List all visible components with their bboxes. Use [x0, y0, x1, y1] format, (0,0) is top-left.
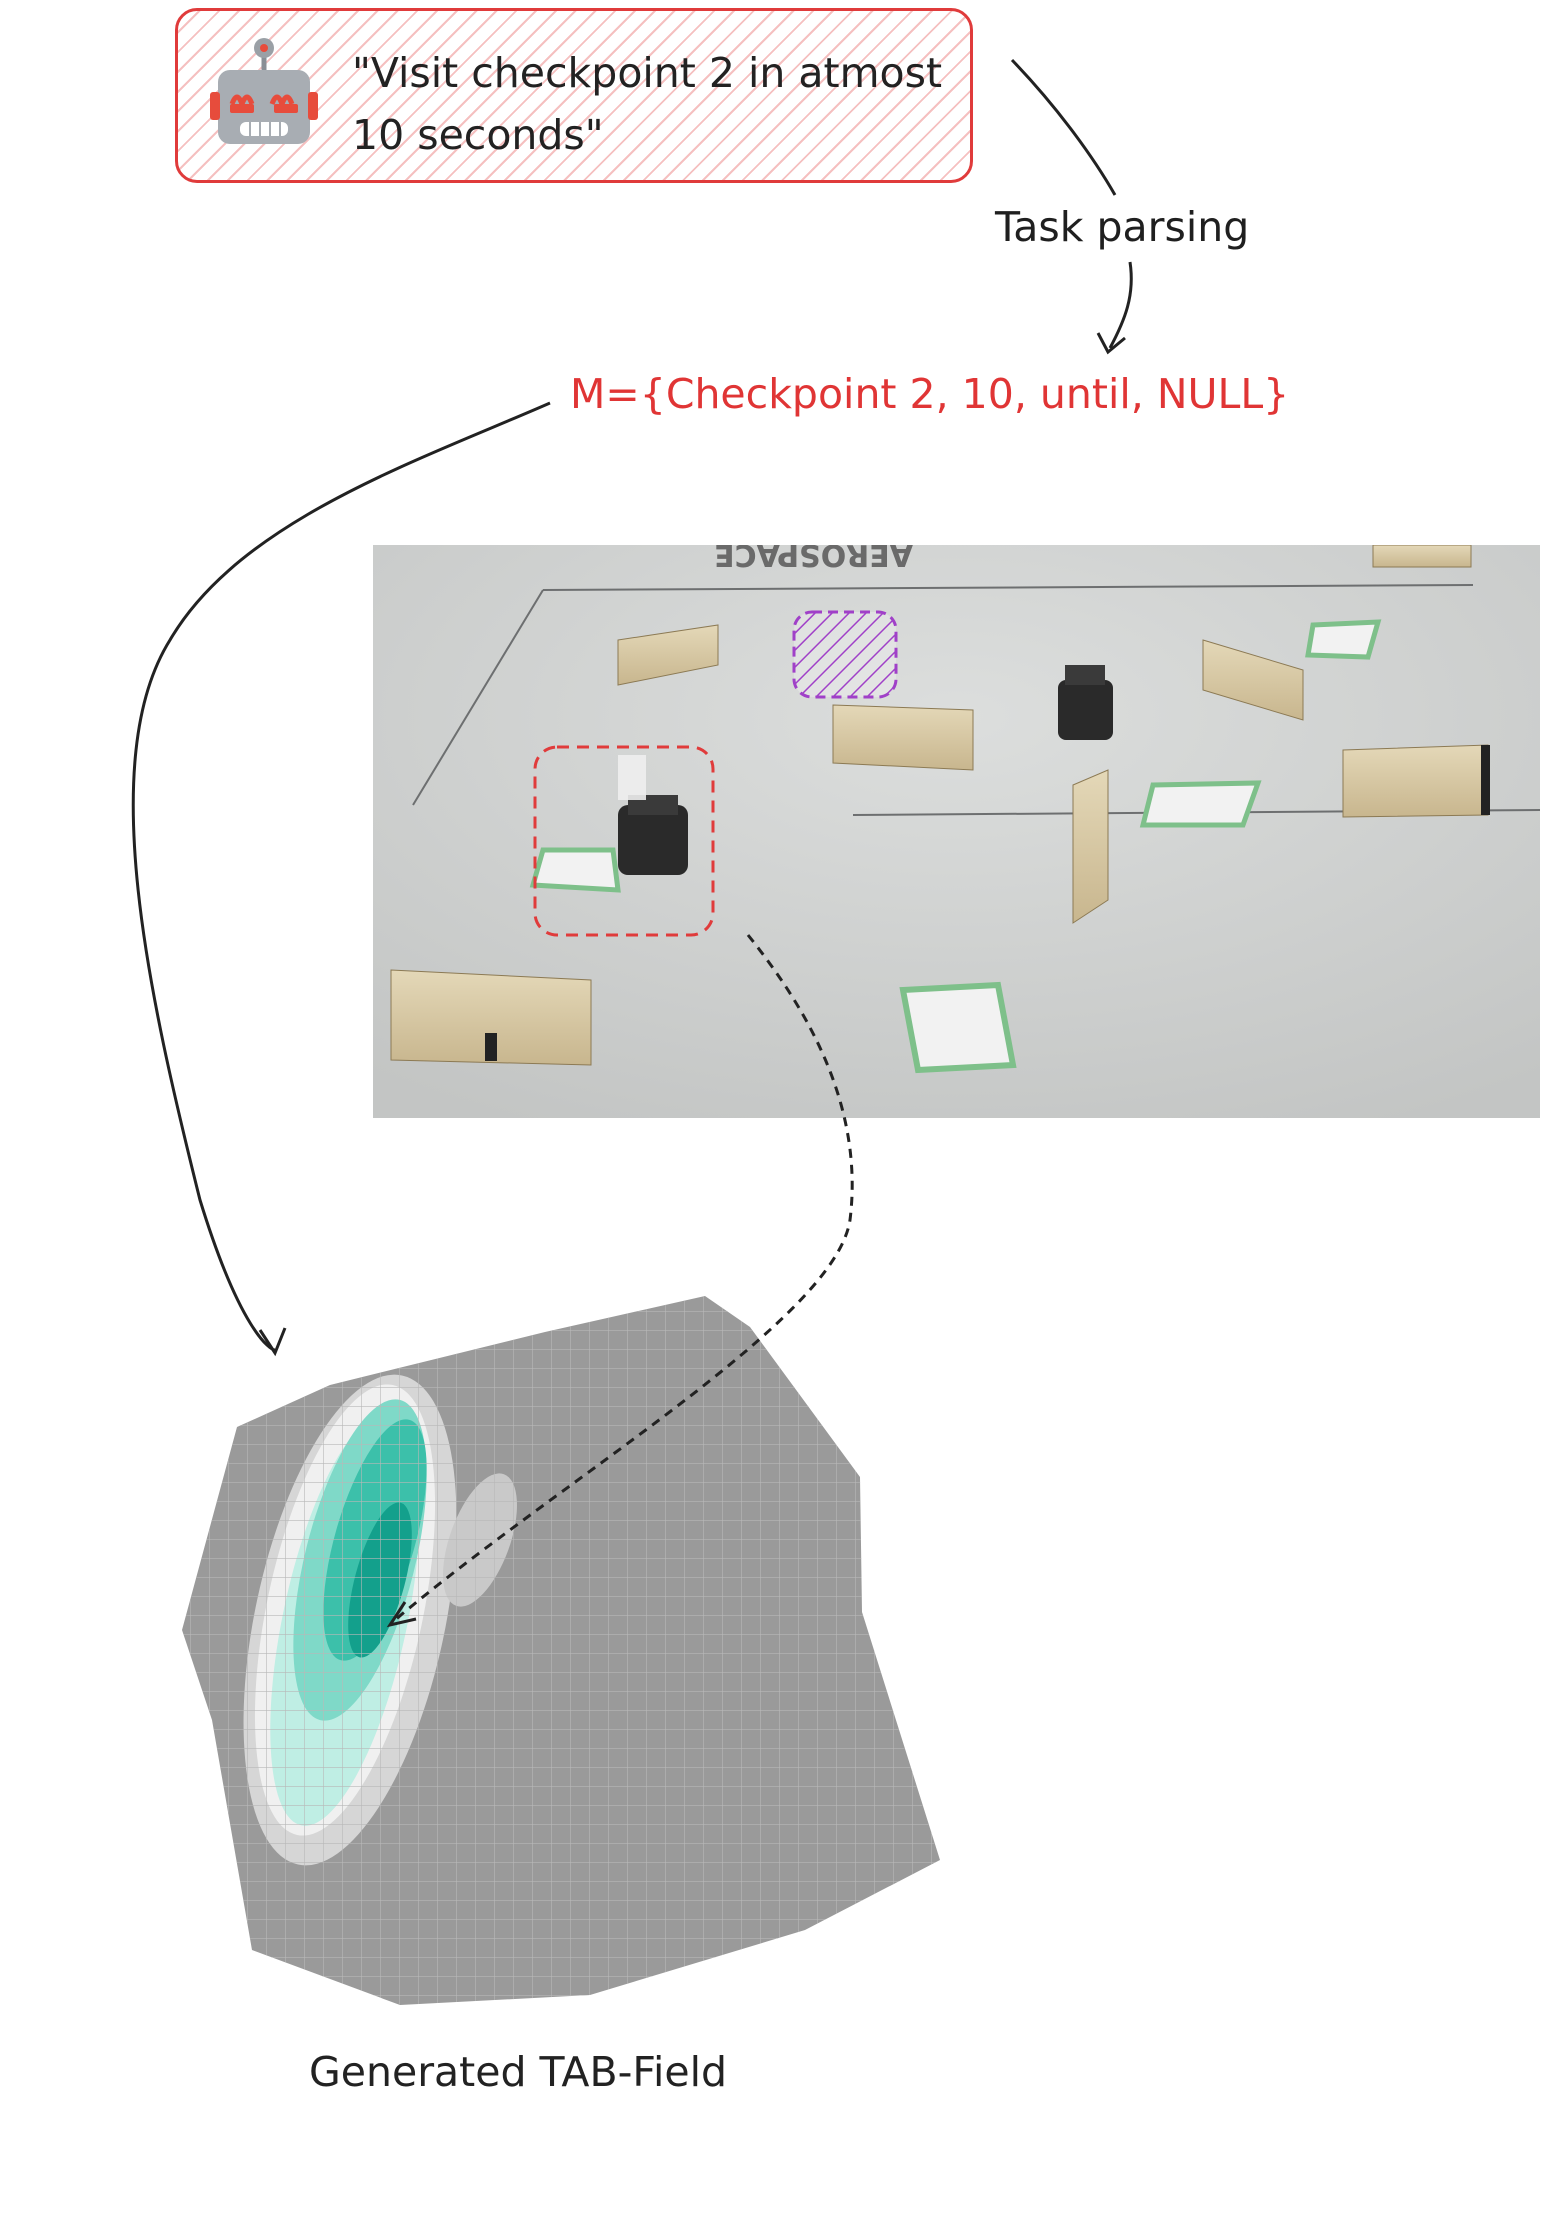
- checkpoint-marker: [529, 847, 621, 893]
- checkpoint-marker: [1305, 619, 1382, 660]
- wooden-block: [1202, 639, 1304, 721]
- wooden-block: [832, 704, 974, 771]
- robot-highlight-box: [533, 745, 715, 937]
- wooden-block: [1372, 545, 1472, 568]
- arrow-to-task: [1010, 58, 1117, 196]
- arrowhead: [258, 1327, 287, 1357]
- arrow-tuple-to-field: [131, 401, 551, 1352]
- command-line-1: "Visit checkpoint 2 in atmost: [352, 49, 943, 97]
- command-box: [175, 8, 973, 183]
- arena-photo: AEROSPACE: [373, 545, 1540, 1118]
- tab-field-heatmap: [182, 1296, 940, 2005]
- robot: [1058, 665, 1113, 740]
- wooden-block: [617, 624, 719, 686]
- arrowhead: [386, 1601, 417, 1628]
- robot-icon: [210, 38, 318, 144]
- command-text: "Visit checkpoint 2 in atmost 10 seconds…: [352, 42, 952, 166]
- arrowhead: [1096, 332, 1126, 355]
- target-checkpoint-box: [792, 610, 898, 699]
- wooden-block: [1342, 744, 1490, 818]
- checkpoint-marker: [899, 981, 1017, 1074]
- field-caption: Generated TAB-Field: [309, 2048, 728, 2096]
- parsed-tuple: M={Checkpoint 2, 10, until, NULL}: [570, 370, 1290, 418]
- wooden-block: [390, 969, 592, 1066]
- task-parsing-label: Task parsing: [995, 203, 1250, 251]
- robot: [618, 755, 688, 875]
- arrow-to-tuple: [1108, 261, 1133, 349]
- command-line-2: 10 seconds": [352, 111, 604, 159]
- floor-text: AEROSPACE: [714, 545, 913, 572]
- wooden-block: [1072, 769, 1109, 924]
- checkpoint-marker: [1139, 780, 1262, 828]
